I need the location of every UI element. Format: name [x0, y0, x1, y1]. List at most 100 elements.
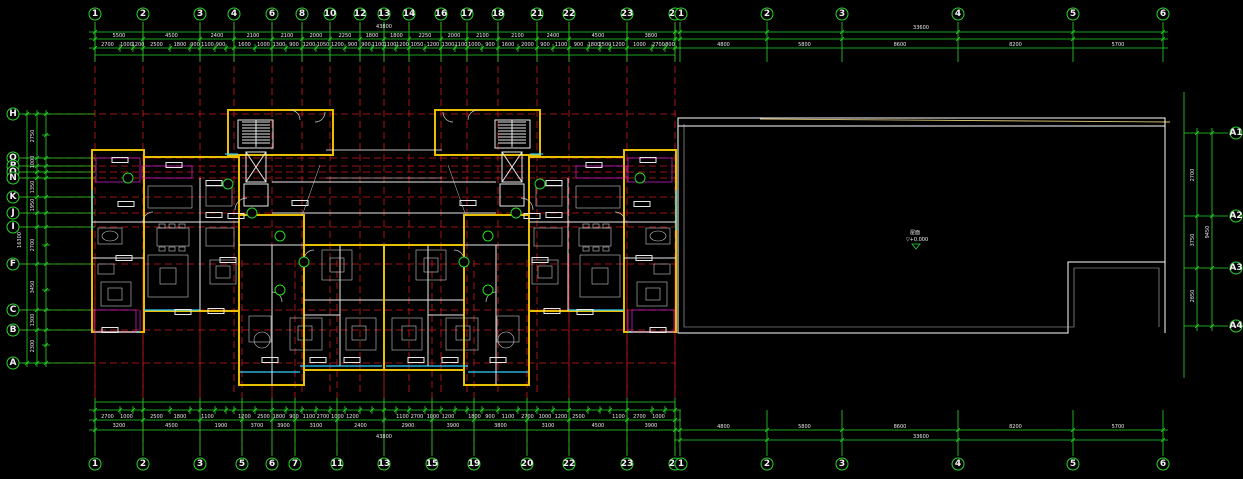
- axis-bubble-top-13-label: 13: [378, 9, 391, 19]
- dimension-tick: [764, 427, 770, 433]
- axis-bubble-bottom-2: [136, 457, 150, 471]
- door-swing: [142, 211, 154, 223]
- dimension-text-fine: 1200: [442, 414, 455, 420]
- coffee-table: [159, 267, 177, 285]
- axis-bubble-top-22-label: 22: [563, 9, 576, 19]
- chair: [178, 223, 186, 229]
- unit-exterior-wall: [623, 149, 677, 333]
- axis-bubble-top-6-label: 6: [269, 9, 275, 19]
- round-table: [253, 331, 271, 349]
- axis-bubble-top-12: [353, 7, 367, 21]
- axis-bubble-top-2-label: 2: [140, 9, 146, 19]
- dimension-text-fine: 2700: [101, 414, 114, 420]
- dimension-text-fine: 1100: [396, 414, 409, 420]
- bed: [531, 259, 559, 285]
- dimension-text-fine: 1200: [612, 42, 625, 48]
- roof-label: 屋面: [910, 230, 920, 236]
- dimension-text-fine: 1000: [539, 414, 552, 420]
- dimension-text-fine: 2700: [521, 414, 534, 420]
- right-axis-bubble-top-6-label: 6: [1160, 9, 1166, 19]
- right-total-dimension-bottom: 33600: [913, 434, 929, 440]
- dining-table: [578, 227, 612, 247]
- right-axis-bubble-top-2: [760, 7, 774, 21]
- right-dimension-text-top: 5800: [798, 42, 811, 48]
- room-tag: [543, 308, 561, 314]
- roof-inner-outline: [683, 124, 1160, 328]
- dimension-text-left: 2750: [30, 130, 36, 143]
- room-tag: [261, 357, 279, 363]
- axis-bubble-top-18-label: 18: [492, 9, 505, 19]
- dimension-text-fine: 900: [485, 414, 495, 420]
- axis-bubble-top-18: [491, 7, 505, 21]
- axis-bubble-bottom-13-label: 13: [378, 459, 391, 469]
- right-axis-bubble-A3-label: A3: [1229, 263, 1242, 273]
- axis-bubble-left-F: [6, 257, 20, 271]
- room-tag: [207, 308, 225, 314]
- bed: [636, 281, 668, 307]
- right-dimension-text: 3750: [1190, 234, 1196, 247]
- axis-bubble-bottom-6: [265, 457, 279, 471]
- axis-bubble-left-K-label: K: [10, 192, 18, 202]
- axis-bubble-top-16: [434, 7, 448, 21]
- dimension-text-fine: 1600: [502, 42, 515, 48]
- dimension-text-fine: 1000: [331, 414, 344, 420]
- dimension-text-bottom: 3900: [277, 423, 290, 429]
- axis-bubble-left-B-label: B: [10, 325, 17, 335]
- dimension-text-fine: 1200: [238, 414, 251, 420]
- dimension-text-bottom: 3200: [113, 423, 126, 429]
- dimension-lines: [12, 22, 1228, 456]
- dimension-tick: [839, 437, 845, 443]
- right-axis-bubble-top-1-label: 1: [678, 9, 684, 19]
- dimension-text-fine: 2700: [317, 414, 330, 420]
- axis-bubble-left-A-label: A: [10, 358, 17, 368]
- dimension-text-top: 1800: [366, 33, 379, 39]
- dimension-text-bottom: 3900: [645, 423, 658, 429]
- room-tag: [545, 212, 563, 218]
- room-tag: [531, 257, 549, 263]
- bed-pillow: [329, 257, 345, 273]
- dimension-text-fine: 900: [289, 42, 299, 48]
- room-tag: [205, 212, 223, 218]
- dimension-text-top: 5500: [113, 33, 126, 39]
- chair: [592, 246, 600, 252]
- dimension-text-fine: 1000: [652, 414, 665, 420]
- dimension-text-fine: 1200: [346, 414, 359, 420]
- dimension-text-fine: 1600: [238, 42, 251, 48]
- dimension-text-bottom: 3100: [310, 423, 323, 429]
- right-axis-bubble-bottom-2-label: 2: [764, 459, 770, 469]
- dimension-tick: [677, 36, 683, 42]
- total-dimension-top: 43800: [376, 24, 392, 30]
- section-marker: [274, 230, 286, 242]
- axis-bubble-left-H-label: H: [9, 109, 17, 119]
- chair: [582, 223, 590, 229]
- axis-bubble-top-10: [323, 7, 337, 21]
- sofa-set: [147, 254, 189, 298]
- dimension-text-fine: 1300: [442, 42, 455, 48]
- chair: [158, 223, 166, 229]
- dimension-text-fine: 1800: [174, 414, 187, 420]
- axis-bubble-bottom-5: [235, 457, 249, 471]
- right-dimension-text: 2700: [1190, 169, 1196, 182]
- dimension-text-fine: 2500: [150, 42, 163, 48]
- right-axis-bubble-bottom-5-label: 5: [1070, 459, 1076, 469]
- dimension-tick: [1160, 437, 1166, 443]
- right-axis-bubble-top-3-label: 3: [839, 9, 845, 19]
- total-dimension-bottom: 43800: [376, 434, 392, 440]
- dimension-text-fine: 900: [216, 42, 226, 48]
- elevator-cross: [245, 151, 267, 183]
- section-marker: [482, 284, 494, 296]
- right-axis-bubble-top-6: [1156, 7, 1170, 21]
- chair: [168, 246, 176, 252]
- axis-bubbles: 1234681012131416171821222324123567111315…: [6, 7, 1243, 471]
- section-marker: [510, 207, 522, 219]
- dimension-text-fine: 1200: [303, 42, 316, 48]
- axis-bubble-bottom-20-label: 20: [521, 459, 534, 469]
- right-dimension-text-top: 4800: [717, 42, 730, 48]
- room-tag: [441, 357, 459, 363]
- total-dimension-left: 16300: [17, 232, 23, 248]
- right-axis-bubble-bottom-1: [674, 457, 688, 471]
- bed-pillow: [401, 325, 417, 341]
- dimension-text-fine: 2500: [150, 414, 163, 420]
